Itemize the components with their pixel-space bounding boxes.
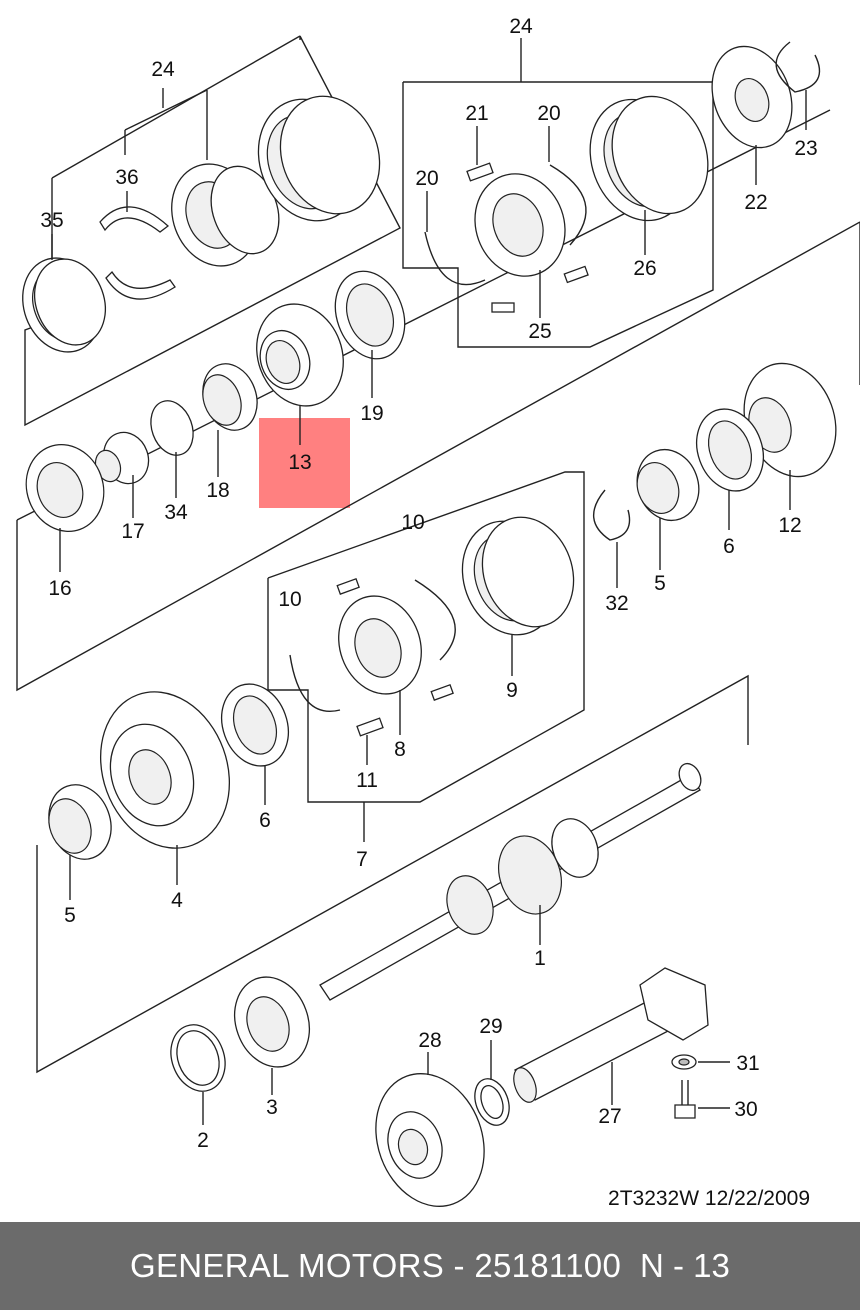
label-26: 26 [633,257,656,280]
part-31-washer [671,1054,697,1070]
label-17: 17 [121,520,144,543]
label-4: 4 [171,889,183,912]
label-7: 7 [356,848,368,871]
label-24-right: 24 [509,15,533,38]
label-22: 22 [744,191,767,214]
part-36-keys [99,206,176,300]
label-6-lower: 6 [259,809,271,832]
label-21: 21 [465,102,488,125]
part-sync-hub-top [171,163,280,267]
label-34: 34 [164,501,188,524]
part-28-gear [375,1073,485,1207]
highlight-box-part-13 [259,418,350,508]
footer-bar: GENERAL MOTORS - 25181100 N - 13 [0,1222,860,1310]
footer-reference: N - 13 [640,1247,730,1284]
label-18: 18 [206,479,229,502]
label-30: 30 [734,1098,757,1121]
part-34-snap-ring [150,400,194,456]
label-5-upper: 5 [654,572,666,595]
label-6-upper: 6 [723,535,735,558]
label-20-right: 20 [537,102,560,125]
part-2-snap-ring [170,1024,226,1092]
part-6-synchro-cone-upper [696,408,764,492]
part-26-sleeve [589,95,709,222]
part-32-snap-ring [592,489,631,541]
leader-lines [51,90,807,1125]
label-8: 8 [394,738,406,761]
label-35: 35 [40,209,63,232]
label-23: 23 [794,137,817,160]
part-20-springs [424,164,587,286]
label-28: 28 [418,1029,441,1052]
footer-part-title: GENERAL MOTORS - 25181100 [130,1247,622,1284]
label-1: 1 [534,947,546,970]
label-16: 16 [48,577,71,600]
exploded-parts-diagram: 24 24 36 35 21 20 20 23 22 26 25 19 13 1… [16,15,860,1210]
part-labels: 24 24 36 35 21 20 20 23 22 26 25 19 13 1… [40,15,817,1210]
part-10-springs [289,579,456,712]
part-sleeve-top [257,95,381,222]
part-30-bolt [674,1080,696,1119]
label-13: 13 [288,451,311,474]
drawing-code: 2T3232W 12/22/2009 [608,1187,810,1210]
label-10-lower: 10 [278,588,301,611]
label-27: 27 [598,1105,621,1128]
label-12: 12 [778,514,801,537]
part-23-snap-ring [775,41,821,93]
part-27-shaft [513,967,709,1103]
part-21-key [466,162,494,182]
part-5-needle-bearing-lower [48,784,112,860]
part-22-hub-plate [711,45,793,149]
label-36: 36 [115,166,138,189]
part-8-hub [336,577,454,701]
part-6-synchro-cone-lower [221,683,289,767]
label-3: 3 [266,1096,278,1119]
part-16-ball-bearing [25,444,105,532]
part-13-gear [256,303,344,407]
label-24-left: 24 [151,58,175,81]
part-29-washer [474,1078,510,1126]
label-11: 11 [356,769,378,792]
part-4-gear [99,691,231,849]
label-5-lower: 5 [64,904,76,927]
label-10-upper: 10 [401,511,424,534]
label-25: 25 [528,320,551,343]
label-31: 31 [736,1052,759,1075]
part-5-needle-bearing-upper [636,448,700,522]
part-17-collar [94,431,150,485]
part-19-synchro-cone [334,270,406,360]
part-11-key [356,717,384,737]
part-9-sleeve [461,516,575,636]
part-18-needle-bearing [202,363,258,431]
label-20-left: 20 [415,167,438,190]
label-2: 2 [197,1129,209,1152]
label-32: 32 [605,592,628,615]
part-1-mainshaft [319,762,702,1001]
part-3-ball-bearing [234,976,310,1068]
label-9: 9 [506,679,518,702]
label-19: 19 [360,402,383,425]
label-29: 29 [479,1015,502,1038]
part-25-hub [474,173,589,313]
part-35-synchro-ring [22,257,106,353]
